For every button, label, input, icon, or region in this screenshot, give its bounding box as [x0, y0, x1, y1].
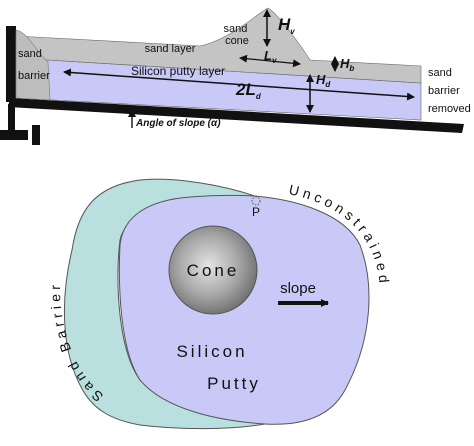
plan-view: Cone P slope Silicon Putty Sand Barrier …	[47, 178, 389, 430]
container-wall	[6, 26, 16, 102]
lv-label: Lv	[264, 48, 277, 65]
sand-layer-label: sand layer	[145, 43, 196, 55]
slope-label: slope	[280, 280, 316, 297]
cone-circle	[168, 225, 258, 315]
base-support-post	[8, 104, 15, 132]
sand-barrier-region	[63, 178, 267, 430]
cross-section: sand cone Hv sand layer Lv Hb sand barri…	[0, 7, 471, 145]
base-support-left	[0, 130, 28, 140]
silicon-putty-layer-label: Silicon putty layer	[131, 64, 225, 78]
sand-barrier-block	[15, 29, 51, 101]
two-ld-label: 2Ld	[235, 80, 262, 101]
cone-label: Cone	[187, 261, 240, 280]
point-p-label: P	[252, 205, 260, 219]
hd-label: Hd	[316, 72, 331, 89]
angle-of-slope-label: Angle of slope (α)	[135, 118, 221, 129]
sand-barrier-removed-label: sand barrier removed	[428, 67, 471, 115]
sand-barrier-label: sand barrier	[18, 48, 50, 82]
hb-label: Hb	[340, 56, 354, 73]
lv-arrow	[239, 54, 301, 68]
sand-cone-label: sand cone	[224, 23, 251, 47]
putty-label: Putty	[207, 374, 261, 393]
silicon-label: Silicon	[176, 342, 247, 361]
point-p-marker	[251, 196, 261, 206]
tilted-support-leg	[32, 125, 40, 145]
two-ld-arrow	[63, 68, 415, 101]
sloped-base-plate	[8, 98, 464, 133]
hv-label: Hv	[278, 15, 295, 36]
